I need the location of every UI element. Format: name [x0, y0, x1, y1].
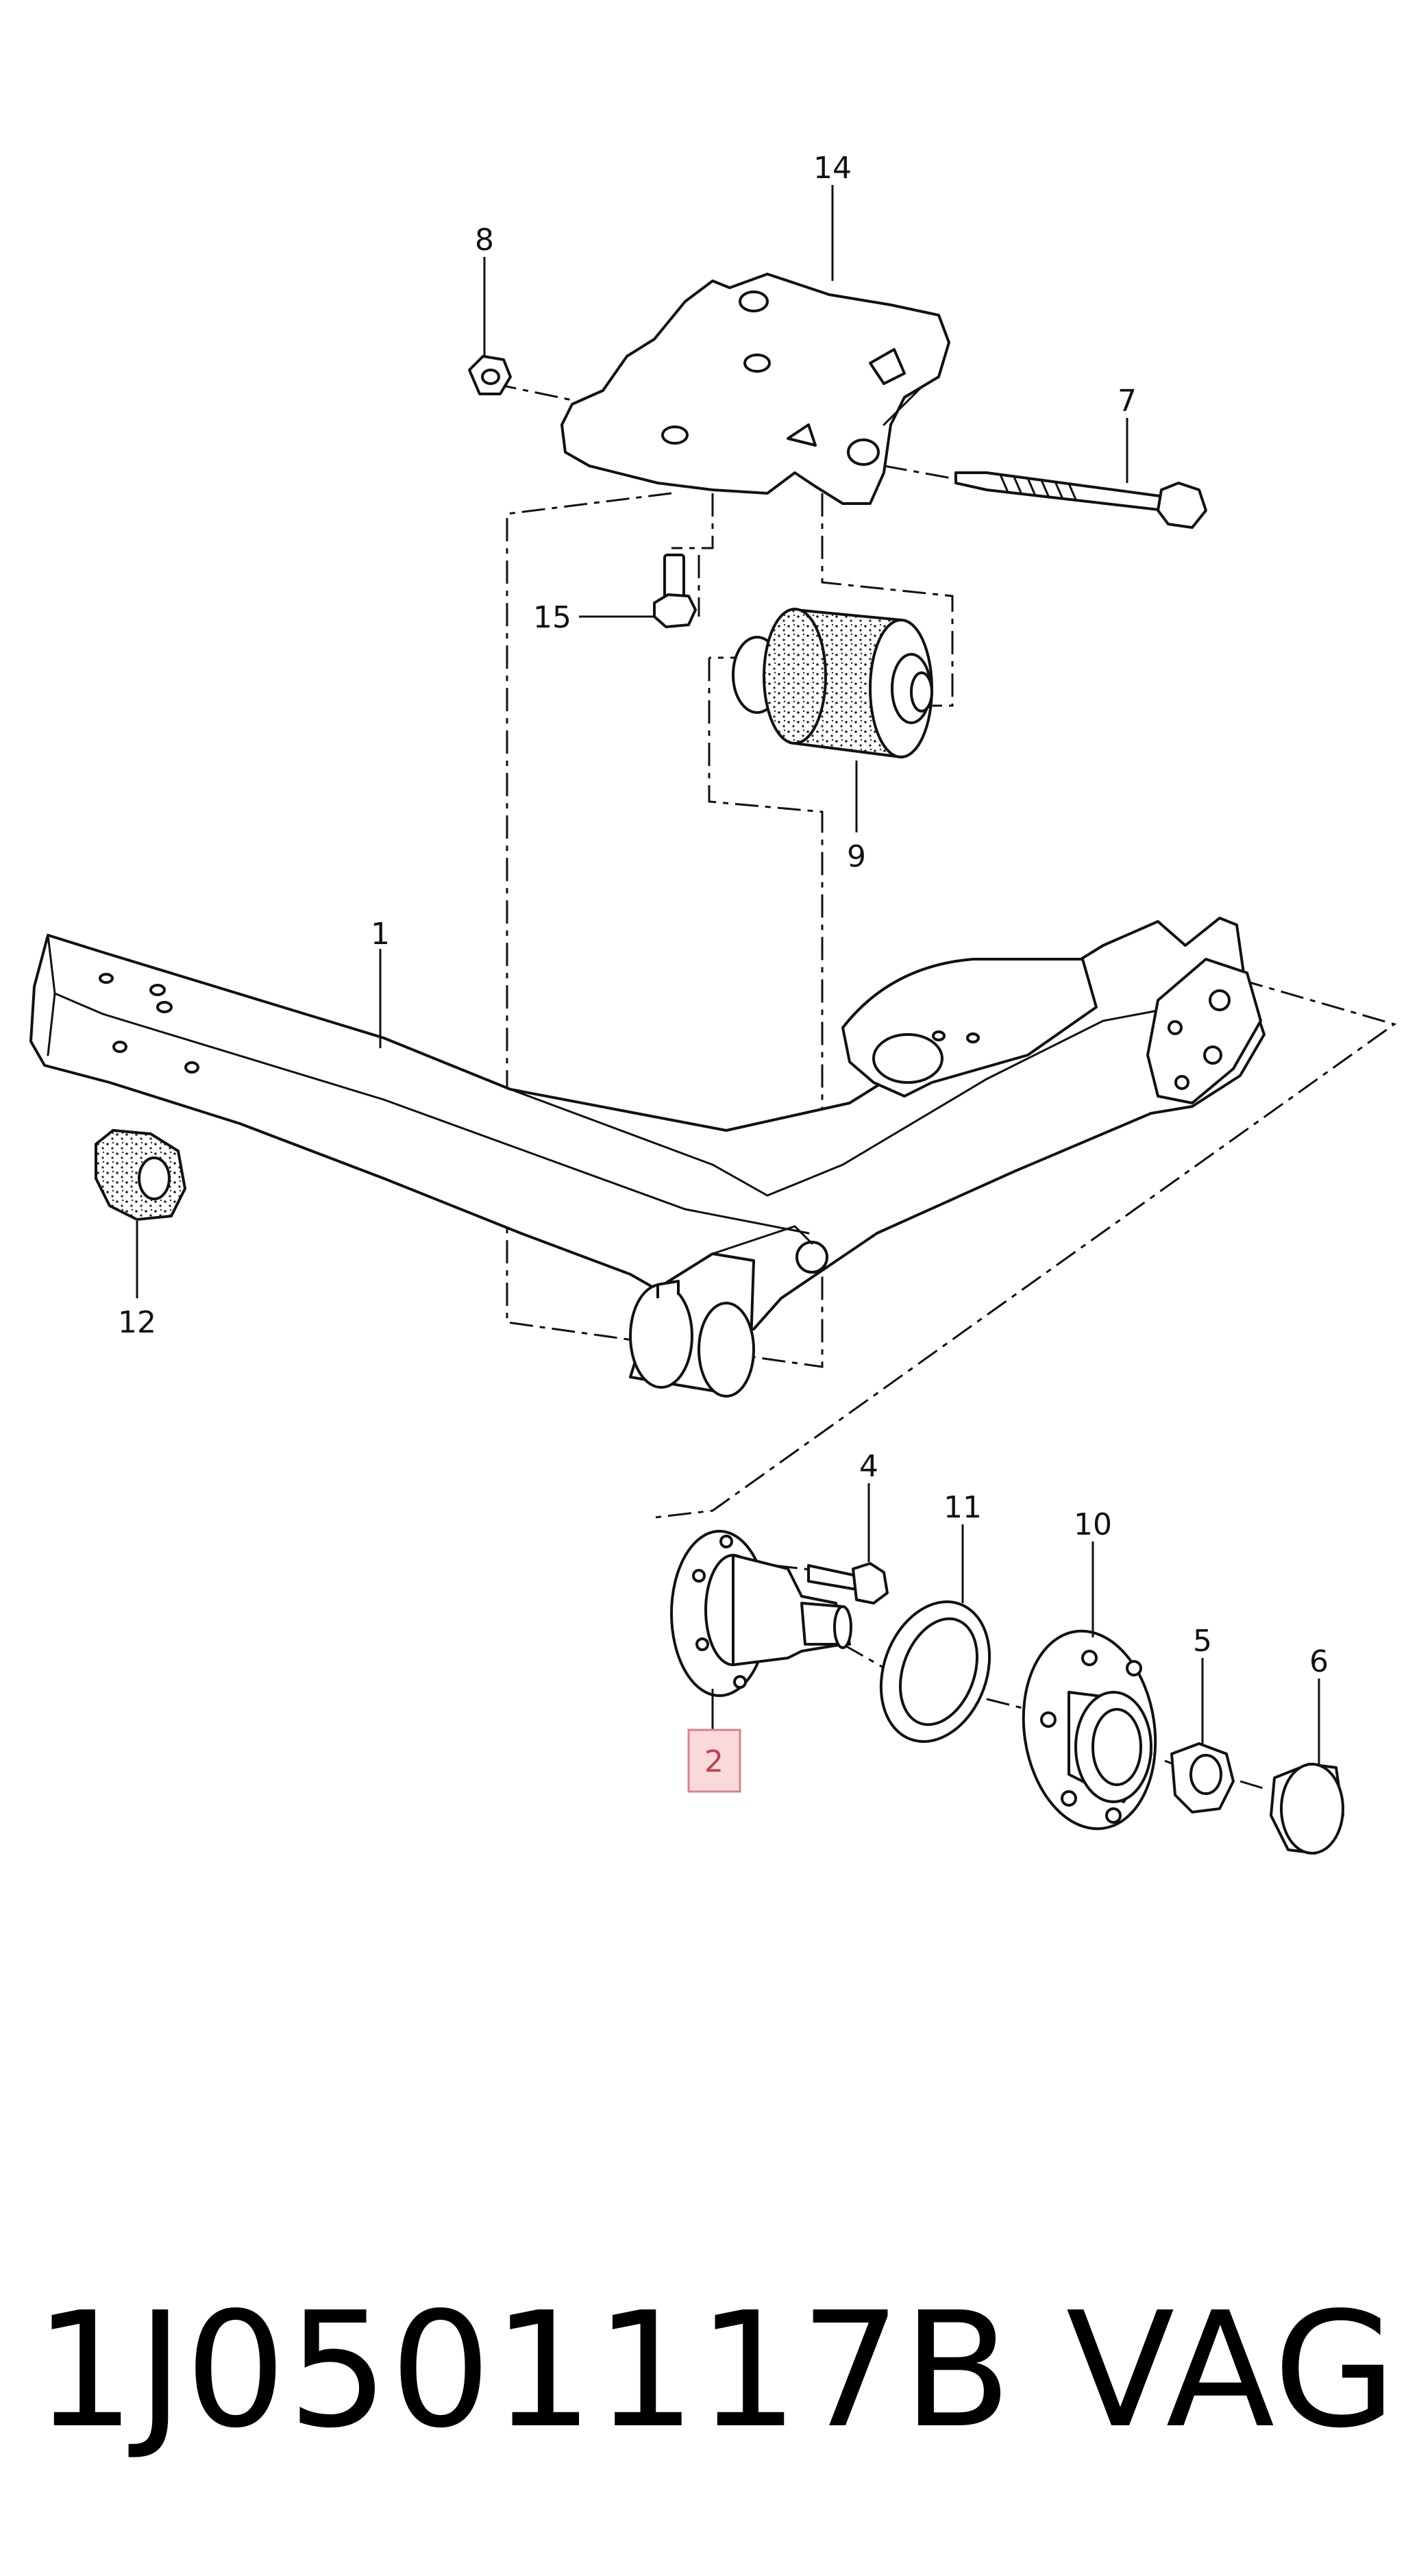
stub-axle — [670, 1530, 852, 1697]
callout-5: 5 — [1193, 1624, 1212, 1659]
callout-15: 15 — [533, 600, 571, 635]
axle-beam — [29, 917, 1266, 1398]
callout-1: 1 — [371, 917, 390, 952]
caption: 1J0501117B VAG — [34, 2278, 1398, 2463]
part-number: 1J0501117B — [34, 2278, 1013, 2463]
sensor-ring — [879, 1600, 991, 1743]
callout-12: 12 — [118, 1305, 156, 1340]
bump-stop — [95, 1128, 187, 1222]
callout-2-highlight — [687, 1729, 741, 1793]
rubber-bush — [732, 608, 933, 759]
callout-4: 4 — [859, 1449, 878, 1484]
callout-6: 6 — [1309, 1644, 1329, 1679]
callout-14: 14 — [813, 151, 852, 186]
brand-label: VAG — [1065, 2278, 1398, 2463]
callout-11: 11 — [943, 1490, 982, 1525]
long-bolt — [954, 471, 1207, 529]
callout-leaders — [136, 185, 1320, 1764]
callout-2: 2 — [704, 1744, 724, 1779]
callout-7: 7 — [1118, 384, 1137, 419]
hub-nut — [1170, 1742, 1235, 1813]
dust-cap — [1270, 1763, 1344, 1855]
callout-8: 8 — [475, 223, 494, 258]
callout-9: 9 — [847, 839, 866, 874]
small-bolt — [653, 554, 697, 628]
mounting-bracket — [560, 273, 950, 505]
callout-10: 10 — [1074, 1507, 1112, 1542]
wheel-hub — [1022, 1629, 1157, 1831]
wheel-bolt — [807, 1562, 889, 1605]
flange-nut — [468, 355, 512, 395]
callouts: 14 8 7 15 9 1 12 4 11 10 5 6 2 — [118, 151, 1329, 1793]
